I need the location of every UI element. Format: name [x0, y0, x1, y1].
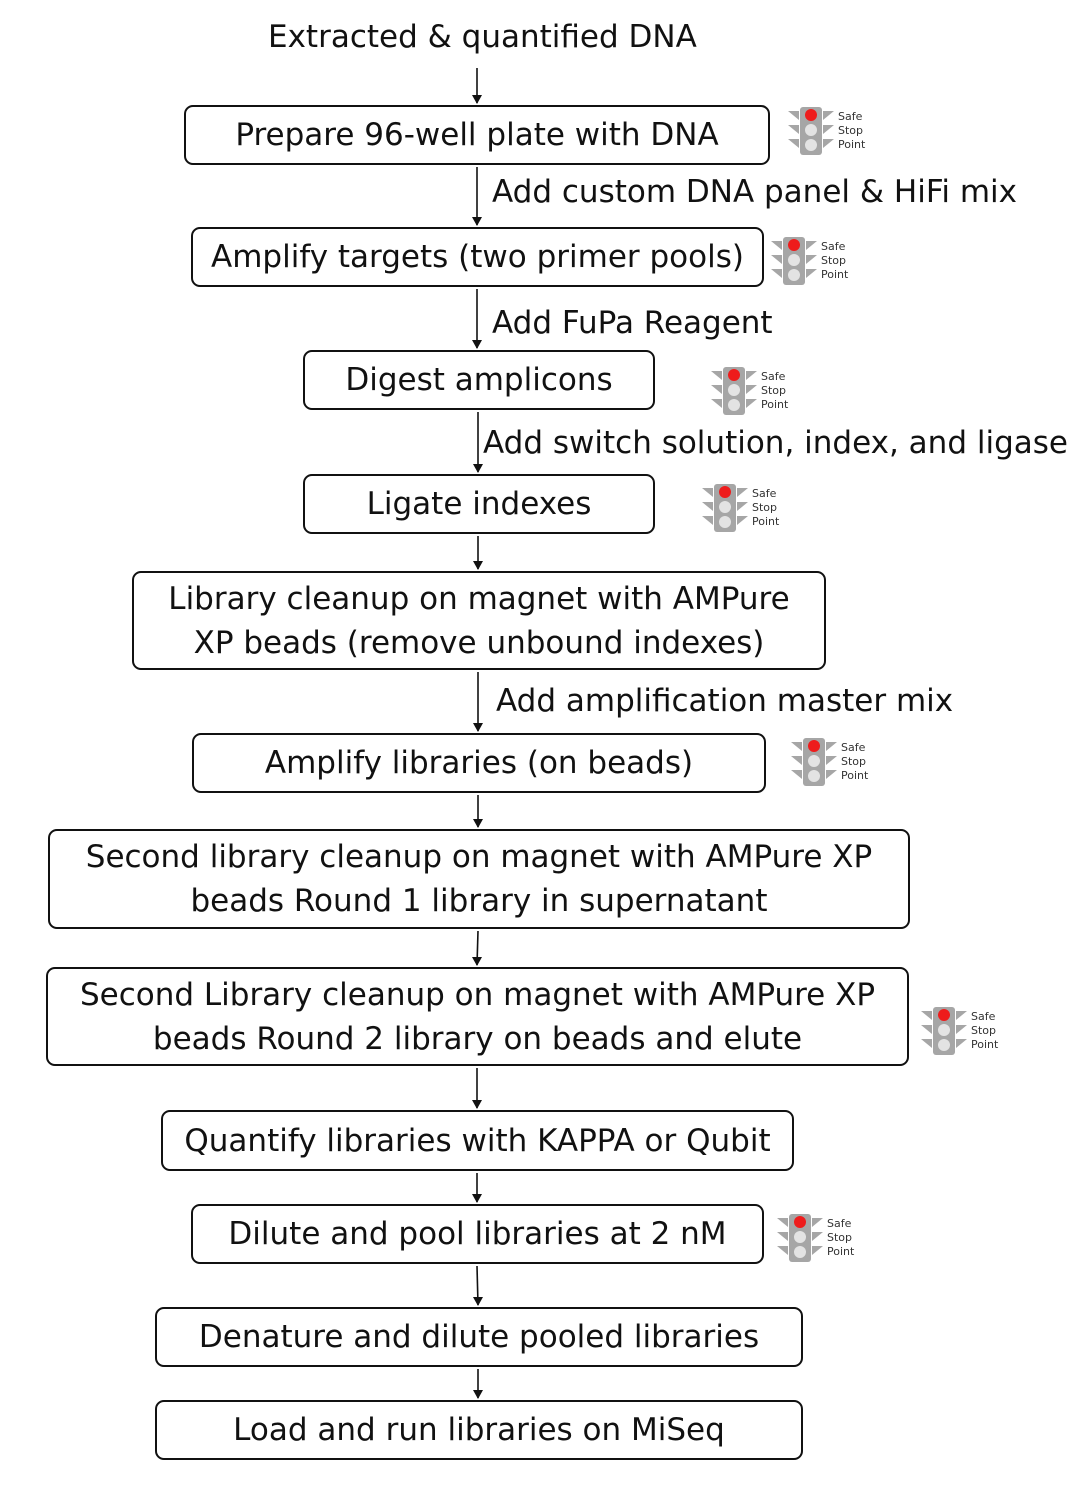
- step-second-cleanup-round-2: Second Library cleanup on magnet with AM…: [46, 967, 909, 1066]
- safe-stop-point-line: Stop: [971, 1024, 997, 1037]
- traffic-light-icon: [791, 738, 837, 786]
- traffic-light-icon: [711, 367, 757, 415]
- step-label: Dilute and pool libraries at 2 nM: [228, 1216, 727, 1252]
- connector-arrow-8: [472, 930, 482, 966]
- step-label: Prepare 96-well plate with DNA: [235, 117, 719, 153]
- safe-stop-point-line: Safe: [821, 240, 846, 253]
- step-label-line-2: beads Round 1 library in supernatant: [190, 883, 768, 919]
- safe-stop-point-line: Safe: [838, 110, 863, 123]
- step-load-run-miseq: Load and run libraries on MiSeq: [155, 1400, 803, 1460]
- step-label: Amplify targets (two primer pools): [211, 239, 744, 275]
- safe-stop-point-line: Stop: [838, 124, 864, 137]
- step-label: Denature and dilute pooled libraries: [198, 1319, 760, 1355]
- safe-stop-point-line: Stop: [841, 755, 867, 768]
- traffic-light-icon: [702, 484, 748, 532]
- step-ligate-indexes: Ligate indexes: [303, 474, 655, 534]
- step-label: Digest amplicons: [345, 362, 613, 398]
- step-label-line-1: Second Library cleanup on magnet with AM…: [79, 976, 876, 1013]
- reagent-label-fupa: Add FuPa Reagent: [492, 305, 773, 341]
- traffic-light-icon: [777, 1214, 823, 1262]
- step-label-line-1: Library cleanup on magnet with AMPure: [168, 580, 790, 617]
- safe-stop-point-line: Point: [971, 1038, 999, 1051]
- step-prepare-plate: Prepare 96-well plate with DNA: [184, 105, 770, 165]
- traffic-light-icon: [921, 1007, 967, 1055]
- traffic-light-icon: [771, 237, 817, 285]
- safe-stop-point-line: Stop: [752, 501, 778, 514]
- step-quantify-libraries: Quantify libraries with KAPPA or Qubit: [161, 1110, 794, 1171]
- connector-arrow-11: [473, 1265, 483, 1306]
- step-label-line-1: Second library cleanup on magnet with AM…: [85, 839, 873, 875]
- safe-stop-point-line: Safe: [841, 741, 866, 754]
- safe-stop-point-line: Point: [761, 398, 789, 411]
- step-label-line-2: beads Round 2 library on beads and elute: [152, 1020, 803, 1057]
- safe-stop-point-line: Safe: [827, 1217, 852, 1230]
- reagent-label-switch-index-ligase: Add switch solution, index, and ligase: [483, 425, 1068, 461]
- step-label-line-2: XP beads (remove unbound indexes): [193, 624, 765, 661]
- safe-stop-point-line: Point: [752, 515, 780, 528]
- safe-stop-point-line: Safe: [761, 370, 786, 383]
- step-library-cleanup: Library cleanup on magnet with AMPure XP…: [132, 571, 826, 670]
- safe-stop-point-line: Stop: [761, 384, 787, 397]
- safe-stop-point-line: Stop: [827, 1231, 853, 1244]
- reagent-label-panel-hifi: Add custom DNA panel & HiFi mix: [492, 174, 1018, 210]
- step-amplify-targets: Amplify targets (two primer pools): [191, 227, 764, 287]
- safe-stop-point-line: Safe: [752, 487, 777, 500]
- step-label: Quantify libraries with KAPPA or Qubit: [184, 1122, 771, 1159]
- safe-stop-point-line: Point: [821, 268, 849, 281]
- safe-stop-point-line: Safe: [971, 1010, 996, 1023]
- traffic-light-icon: [788, 107, 834, 155]
- safe-stop-point-line: Point: [827, 1245, 855, 1258]
- step-dilute-pool: Dilute and pool libraries at 2 nM: [191, 1204, 764, 1264]
- reagent-label-amp-master-mix: Add amplification master mix: [496, 683, 954, 719]
- step-denature-dilute: Denature and dilute pooled libraries: [155, 1307, 803, 1367]
- step-amplify-libraries: Amplify libraries (on beads): [192, 733, 766, 793]
- step-second-cleanup-round-1: Second library cleanup on magnet with AM…: [48, 829, 910, 929]
- input-label: Extracted & quantified DNA: [268, 19, 697, 55]
- step-label: Ligate indexes: [366, 486, 592, 522]
- step-label: Amplify libraries (on beads): [264, 745, 694, 781]
- safe-stop-point-line: Point: [841, 769, 869, 782]
- step-digest-amplicons: Digest amplicons: [303, 350, 655, 410]
- safe-stop-point-line: Point: [838, 138, 866, 151]
- step-label: Load and run libraries on MiSeq: [233, 1412, 725, 1448]
- safe-stop-point-line: Stop: [821, 254, 847, 267]
